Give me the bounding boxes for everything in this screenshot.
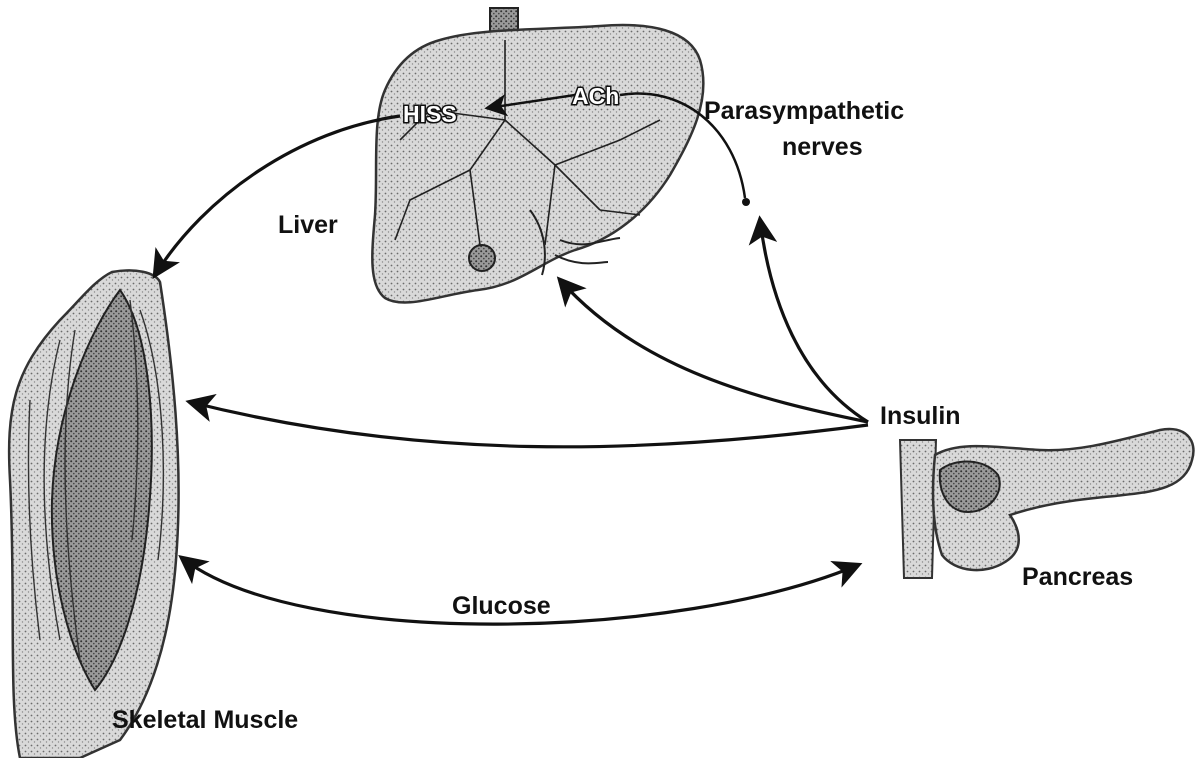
liver-illustration <box>372 8 703 303</box>
nerve-ending-dot <box>742 198 750 206</box>
pancreas-label: Pancreas <box>1022 563 1133 591</box>
pancreas-illustration <box>900 429 1193 578</box>
parasympathetic-label-line2: nerves <box>782 133 863 161</box>
pancreatic-head-ducts <box>940 462 1000 512</box>
skeletal-muscle-label: Skeletal Muscle <box>112 706 298 734</box>
liver-lobes <box>372 25 703 303</box>
ach-label: ACh <box>572 83 619 109</box>
glucose-label: Glucose <box>452 592 551 620</box>
arrow-insulin-to-liver <box>560 280 868 422</box>
arrow-insulin-to-muscle <box>190 402 868 447</box>
arrow-liver-to-muscle <box>155 116 400 275</box>
skeletal-muscle-illustration <box>9 270 178 758</box>
parasympathetic-label-line1: Parasympathetic <box>704 97 904 125</box>
liver-label: Liver <box>278 211 338 239</box>
hiss-label: HISS <box>403 101 457 127</box>
arrow-insulin-to-nerves <box>760 220 868 422</box>
insulin-label: Insulin <box>880 402 961 430</box>
duodenum <box>900 440 936 578</box>
gallbladder <box>469 245 495 271</box>
